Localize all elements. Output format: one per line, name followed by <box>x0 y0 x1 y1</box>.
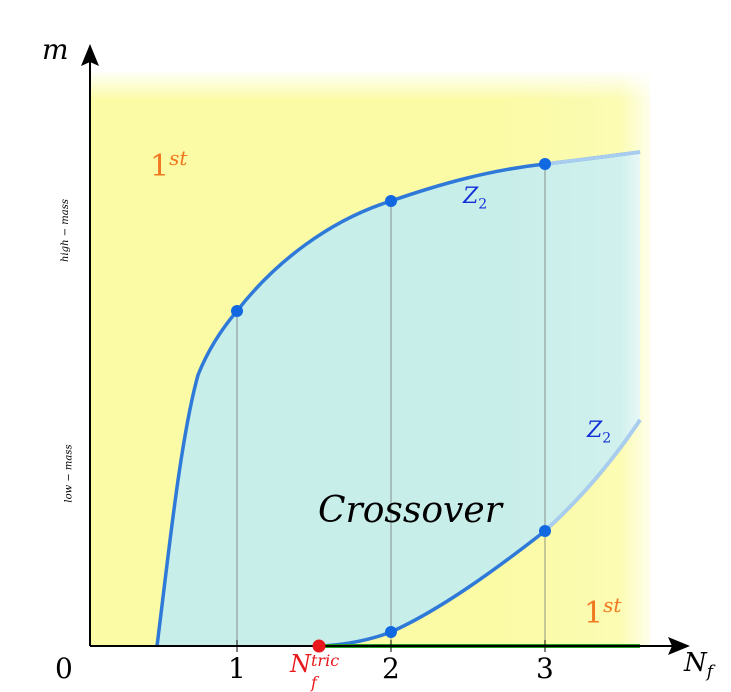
origin-label: 0 <box>55 652 73 685</box>
x-tick-label-1: 1 <box>228 652 246 685</box>
upper-z2-label-main: Z <box>463 184 479 209</box>
lower-z2-label: Z2 <box>587 418 611 446</box>
high-mass-label: high − mass <box>59 199 71 262</box>
x-axis-label-sub: f <box>706 662 714 683</box>
lower-z2-label-sub: 2 <box>602 430 612 447</box>
first-order-label-bottom-main: 1 <box>584 596 604 631</box>
x-tick-label-3: 3 <box>536 652 554 685</box>
point-nf3-upper <box>539 158 551 170</box>
y-axis-arrow <box>81 44 99 66</box>
lower-z2-label-main: Z <box>587 418 603 443</box>
first-order-label-bottom-sup: st <box>603 593 622 617</box>
first-order-label-top-sup: st <box>169 146 188 170</box>
upper-z2-line-fade <box>544 150 641 166</box>
first-order-label-bottom: 1st <box>584 593 621 631</box>
tricritical-point <box>312 639 326 653</box>
lower-z2-line-fade <box>543 419 642 533</box>
tricritical-label-main: N <box>290 650 311 678</box>
first-order-label-top: 1st <box>150 146 187 184</box>
crossover-label: Crossover <box>318 490 502 531</box>
x-axis-arrow <box>668 637 690 655</box>
point-nf2-upper <box>385 195 397 207</box>
point-nf1-upper <box>231 305 243 317</box>
y-axis-label-text: m <box>42 33 69 66</box>
first-order-label-top-main: 1 <box>150 149 170 184</box>
x-axis-label-main: N <box>684 648 707 678</box>
tricritical-label-sup: tric <box>311 651 340 670</box>
x-tick-label-2: 2 <box>382 652 400 685</box>
upper-z2-label: Z2 <box>463 184 487 212</box>
point-nf2-lower <box>385 626 397 638</box>
tricritical-label-sub: f <box>311 673 317 692</box>
upper-z2-label-sub: 2 <box>478 196 488 213</box>
x-axis-label: Nf <box>684 648 713 682</box>
point-nf3-lower <box>539 525 551 537</box>
y-axis-label: m <box>42 33 69 66</box>
low-mass-label: low − mass <box>63 444 75 503</box>
right-fade <box>500 70 660 648</box>
